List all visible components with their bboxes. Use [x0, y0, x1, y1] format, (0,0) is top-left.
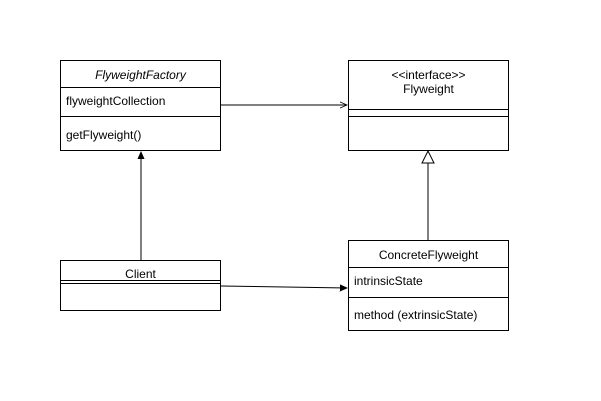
client-to-concrete-association [220, 286, 347, 288]
divider [61, 283, 220, 284]
divider [349, 116, 508, 117]
flyweight-factory-class[interactable]: FlyweightFactory flyweightCollection get… [60, 60, 221, 151]
realization-triangle-head [421, 149, 435, 164]
concrete-flyweight-method: method (extrinsicState) [354, 308, 478, 322]
flyweight-name: Flyweight [403, 82, 454, 96]
divider [61, 280, 220, 281]
client-name: Client [125, 267, 156, 281]
divider [349, 267, 508, 268]
divider [61, 87, 220, 88]
flyweight-factory-name: FlyweightFactory [95, 68, 186, 82]
flyweight-interface-class[interactable]: <<interface>> Flyweight [348, 60, 509, 151]
flyweight-stereotype: <<interface>> [391, 68, 466, 82]
concrete-flyweight-attribute: intrinsicState [354, 274, 423, 288]
divider [349, 109, 508, 110]
flyweight-factory-method: getFlyweight() [66, 128, 142, 142]
concrete-flyweight-name: ConcreteFlyweight [378, 248, 479, 262]
flyweight-factory-attribute: flyweightCollection [66, 94, 166, 108]
divider [61, 116, 220, 117]
divider [349, 297, 508, 298]
client-class[interactable]: Client [60, 260, 221, 311]
concrete-flyweight-class[interactable]: ConcreteFlyweight intrinsicState method … [348, 240, 509, 331]
